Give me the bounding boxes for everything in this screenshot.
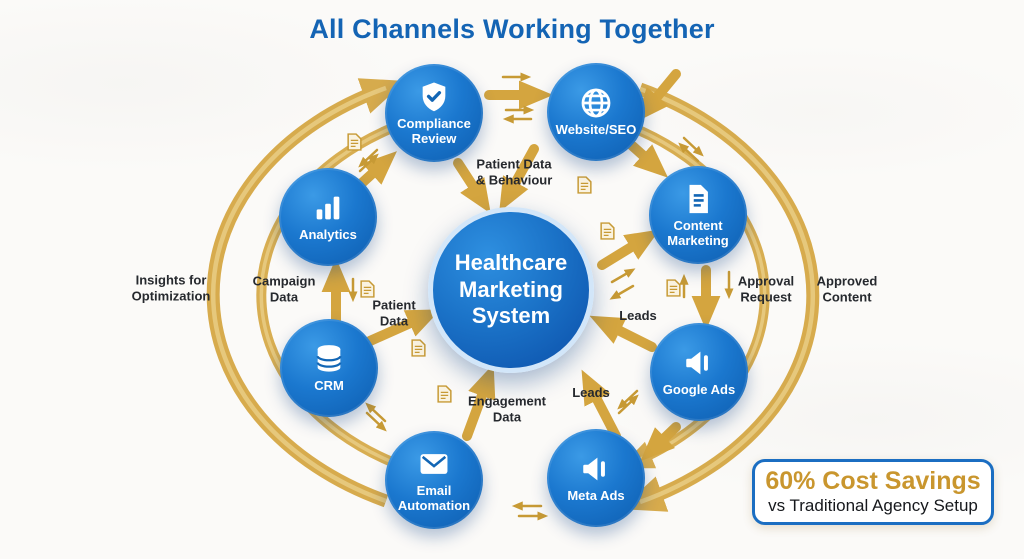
flow-label-engagement-data: Engagement Data — [467, 393, 547, 424]
document-icon — [411, 339, 426, 357]
megaphone-icon — [579, 452, 613, 486]
shield-check-icon — [417, 80, 451, 114]
flow-label-approval-request: Approval Request — [737, 273, 795, 304]
node-meta-ads: Meta Ads — [547, 429, 645, 527]
node-analytics: Analytics — [279, 168, 377, 266]
node-label: Website/SEO — [555, 122, 637, 138]
flow-label-leads-google: Leads — [619, 308, 657, 324]
globe-icon — [579, 86, 613, 120]
flow-label-patient-data: Patient Data — [372, 297, 416, 328]
document-icon — [360, 280, 375, 298]
node-crm: CRM — [280, 319, 378, 417]
page-title: All Channels Working Together — [309, 14, 715, 44]
envelope-icon — [417, 447, 451, 481]
node-website-seo: Website/SEO — [547, 63, 645, 161]
exchange-arrows — [348, 72, 734, 521]
document-icon — [577, 176, 592, 194]
node-label: Google Ads — [662, 382, 736, 398]
node-label: Content Marketing — [667, 217, 729, 248]
bar-chart-icon — [311, 191, 345, 225]
node-label: Compliance Review — [397, 115, 471, 146]
node-email-automation: Email Automation — [385, 431, 483, 529]
node-google-ads: Google Ads — [650, 323, 748, 421]
center-node-label: Healthcare Marketing System — [454, 249, 568, 329]
node-label: Analytics — [299, 227, 357, 243]
flow-label-insights-for-optimization: Insights for Optimization — [131, 272, 211, 303]
cost-savings-headline: 60% Cost Savings — [765, 466, 981, 495]
flow-label-campaign-data: Campaign Data — [252, 273, 316, 304]
node-label: Meta Ads — [567, 488, 625, 504]
node-compliance-review: Compliance Review — [385, 64, 483, 162]
flow-label-approved-content: Approved Content — [816, 273, 878, 304]
document-icon — [437, 385, 452, 403]
document-icon — [666, 279, 681, 297]
node-label: Email Automation — [397, 482, 471, 513]
document-icon — [347, 133, 362, 151]
node-label: CRM — [314, 378, 344, 394]
center-node-healthcare-marketing-system: Healthcare Marketing System — [428, 207, 594, 373]
flow-label-leads-meta: Leads — [572, 385, 610, 401]
document-icon — [600, 222, 615, 240]
cost-savings-subline: vs Traditional Agency Setup — [768, 496, 978, 516]
flow-label-patient-data-behaviour: Patient Data & Behaviour — [475, 156, 553, 187]
link-arrows — [321, 69, 721, 462]
database-icon — [312, 342, 346, 376]
document-icon — [681, 182, 715, 216]
node-content-marketing: Content Marketing — [649, 166, 747, 264]
megaphone-icon — [682, 346, 716, 380]
ring-arrows — [206, 78, 820, 512]
cost-savings-badge: 60% Cost Savings vs Traditional Agency S… — [752, 459, 994, 525]
